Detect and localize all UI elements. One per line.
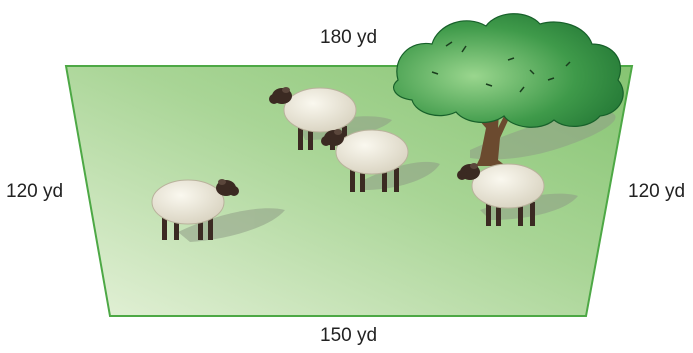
sheep-shadow (178, 208, 285, 242)
bottom-side-label: 150 yd (320, 325, 378, 346)
tree-canopy (393, 13, 624, 128)
top-side-label: 180 yd (320, 27, 378, 48)
left-side-label: 120 yd (6, 181, 64, 202)
tree-icon (393, 13, 624, 166)
sheep-icon (321, 129, 409, 192)
sheep-icon (457, 163, 545, 226)
sheep-shadow (360, 161, 440, 190)
sheep-icon (151, 179, 239, 240)
right-side-label: 120 yd (628, 181, 686, 202)
canopy-leaf-marks (431, 41, 571, 93)
sheep-shadow (480, 193, 578, 220)
